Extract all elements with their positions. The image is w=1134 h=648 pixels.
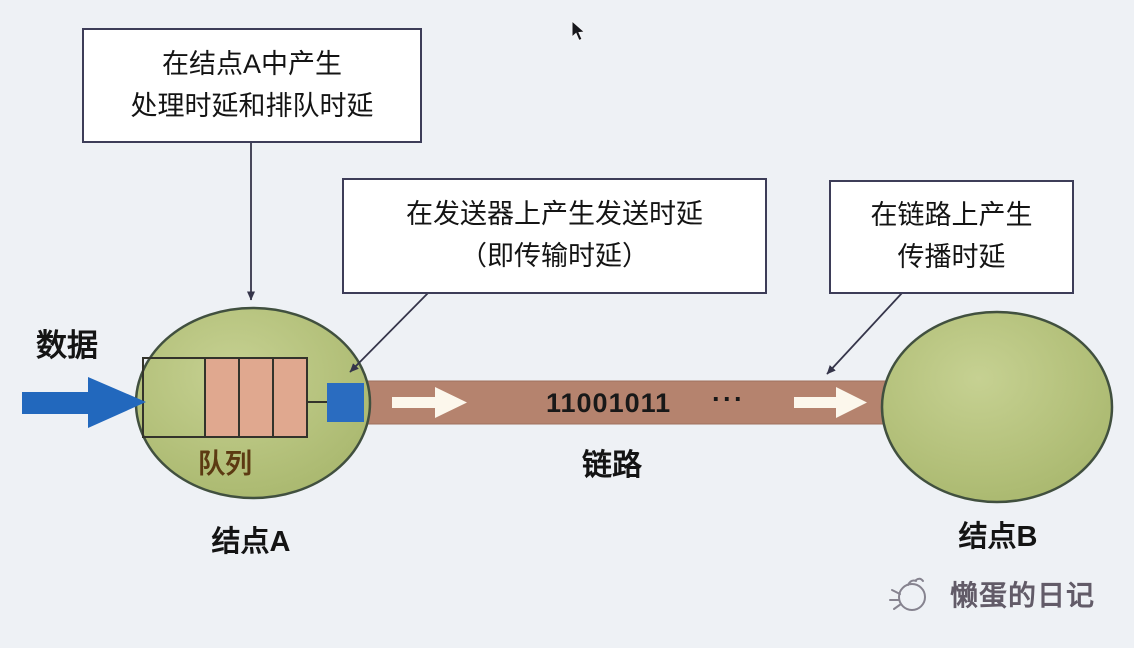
callout-propagation-delay-line2: 传播时延	[897, 242, 1006, 272]
callout-transmission-delay-line2: （即传输时延）	[460, 241, 649, 271]
data-flow-arrow	[22, 377, 146, 428]
egg-doodle-icon	[889, 577, 927, 611]
callout-propagation-delay-line1: 在链路上产生	[870, 200, 1033, 231]
queue-packet-2	[238, 357, 274, 438]
bit-stream-label: 11001011	[546, 388, 672, 418]
data-label: 数据	[36, 328, 98, 363]
link-label: 链路	[582, 449, 642, 482]
callout-propagation-delay: 在链路上产生 传播时延	[829, 180, 1074, 294]
link-flow-arrow-right	[794, 387, 867, 418]
bit-stream-ellipsis: ···	[712, 384, 745, 414]
node-a-label: 结点A	[211, 526, 291, 558]
queue-packet-3	[272, 357, 308, 438]
callout-transmission-delay-line1: 在发送器上产生发送时延	[406, 199, 703, 230]
queue-label: 队列	[198, 449, 252, 479]
queue-packet-1	[204, 357, 240, 438]
callout-node-a-delay-line2: 处理时延和排队时延	[130, 90, 374, 121]
connector-propagation-delay	[826, 292, 903, 375]
link-flow-arrow-left	[392, 387, 467, 418]
connector-transmission-delay	[349, 291, 430, 373]
watermark: 懒蛋的日记	[886, 570, 1095, 618]
callout-transmission-delay: 在发送器上产生发送时延 （即传输时延）	[342, 178, 767, 294]
node-b-ellipse	[880, 310, 1114, 504]
node-b-label: 结点B	[958, 521, 1038, 553]
transmitter-square	[327, 383, 364, 422]
watermark-text: 懒蛋的日记	[950, 580, 1096, 611]
mouse-cursor-icon	[571, 20, 586, 42]
callout-node-a-delay-line1: 在结点A中产生	[161, 48, 342, 79]
callout-node-a-delay: 在结点A中产生 处理时延和排队时延	[82, 28, 422, 143]
